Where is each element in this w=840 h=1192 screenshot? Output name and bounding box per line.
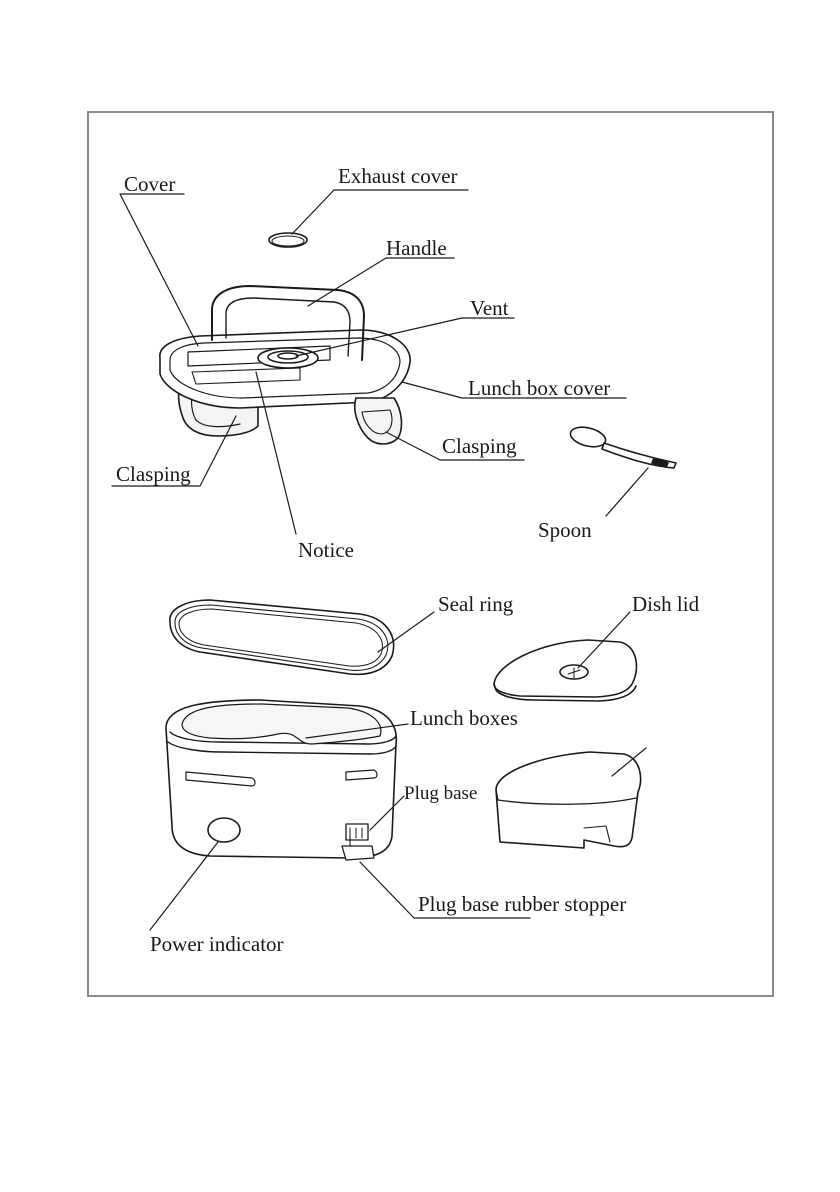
lunch-box-cover-part — [160, 286, 410, 444]
label-power-indicator: Power indicator — [150, 934, 284, 955]
label-exhaust-cover: Exhaust cover — [338, 166, 458, 187]
label-dish-lid: Dish lid — [632, 594, 699, 615]
label-cover: Cover — [124, 174, 175, 195]
label-clasping-left: Clasping — [116, 464, 191, 485]
label-lunch-box-cover: Lunch box cover — [468, 378, 610, 399]
label-seal-ring: Seal ring — [438, 594, 513, 615]
dish-part — [496, 752, 641, 848]
label-plug-base: Plug base — [404, 784, 477, 803]
lunch-boxes-part — [166, 700, 396, 860]
spoon-part — [568, 424, 676, 468]
exhaust-cover-part — [269, 233, 307, 247]
label-spoon: Spoon — [538, 520, 592, 541]
dish-lid-part — [494, 640, 636, 701]
label-lunch-boxes: Lunch boxes — [410, 708, 518, 729]
label-plug-base-rubber-stopper: Plug base rubber stopper — [418, 894, 626, 915]
label-handle: Handle — [386, 238, 447, 259]
label-clasping-right: Clasping — [442, 436, 517, 457]
label-vent: Vent — [470, 298, 509, 319]
label-notice: Notice — [298, 540, 354, 561]
seal-ring-part — [170, 600, 394, 674]
